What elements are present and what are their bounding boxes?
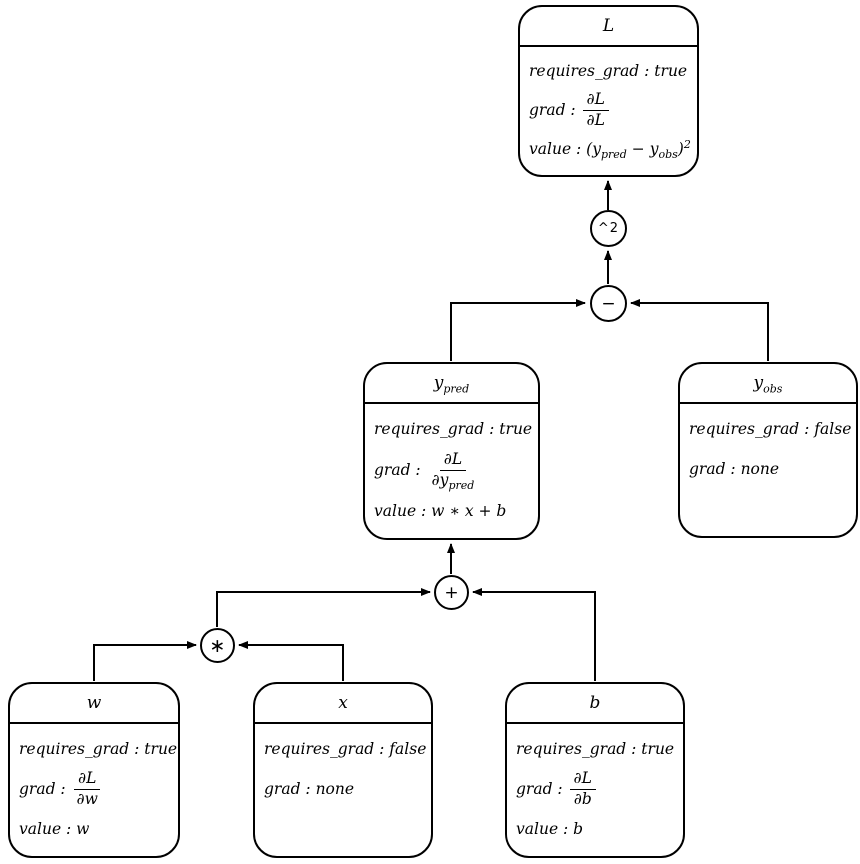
edge-yobs-to-minus [630, 299, 769, 361]
node-w-grad: grad : ∂L ∂w [19, 769, 172, 809]
node-y-pred-title: ypred [365, 364, 538, 404]
subtract-op-node: − [590, 285, 627, 322]
node-y-pred-requires-grad: requires_grad : true [374, 420, 533, 439]
grad-fraction: ∂L ∂ypred [431, 449, 475, 492]
node-y-obs-grad: grad : none [689, 460, 780, 478]
node-y-obs-title: yobs [680, 364, 856, 404]
node-w-title: w [10, 684, 178, 724]
add-op-node: + [434, 575, 469, 610]
node-b-grad: grad : ∂L ∂b [516, 769, 677, 809]
node-y-pred-grad: grad : ∂L ∂ypred [374, 449, 532, 492]
node-w: w requires_grad : true grad : ∂L ∂w valu… [8, 682, 180, 858]
node-b-title: b [507, 684, 683, 724]
edge-w-to-times [93, 641, 197, 681]
edge-x-to-times [238, 641, 344, 681]
node-x-grad: grad : none [264, 780, 355, 798]
node-x-requires-grad: requires_grad : false [264, 740, 427, 758]
power-op-label: ^2 [597, 221, 620, 236]
node-L-grad: grad : ∂L ∂L [529, 90, 691, 130]
edge-ypred-to-minus [450, 299, 586, 361]
node-y-pred: ypred requires_grad : true grad : ∂L ∂yp… [363, 362, 540, 540]
multiply-op-node: ∗ [200, 628, 235, 663]
node-L: L requires_grad : true grad : ∂L ∂L valu… [518, 5, 699, 177]
multiply-op-label: ∗ [209, 634, 226, 657]
add-op-label: + [444, 582, 459, 603]
edge-times-to-plus [216, 588, 431, 627]
grad-fraction: ∂L ∂w [73, 769, 102, 809]
power-op-node: ^2 [590, 210, 627, 247]
node-y-pred-value: value : w ∗ x + b [374, 501, 507, 520]
node-y-obs: yobs requires_grad : false grad : none [678, 362, 858, 538]
node-x-title: x [255, 684, 431, 724]
node-x: x requires_grad : false grad : none [253, 682, 433, 858]
node-L-value: value : (ypred − yobs)2 [529, 138, 691, 162]
edge-b-to-plus [472, 588, 596, 681]
node-y-obs-requires-grad: requires_grad : false [689, 420, 852, 438]
node-b: b requires_grad : true grad : ∂L ∂b valu… [505, 682, 685, 858]
node-b-value: value : b [516, 820, 584, 839]
node-L-requires-grad: requires_grad : true [529, 61, 688, 80]
node-w-value: value : w [19, 820, 90, 839]
node-b-requires-grad: requires_grad : true [516, 739, 675, 758]
node-L-title: L [520, 7, 697, 47]
grad-fraction: ∂L ∂L [582, 90, 609, 130]
grad-fraction: ∂L ∂b [569, 769, 596, 809]
subtract-op-label: − [601, 293, 616, 314]
node-w-requires-grad: requires_grad : true [19, 739, 178, 758]
